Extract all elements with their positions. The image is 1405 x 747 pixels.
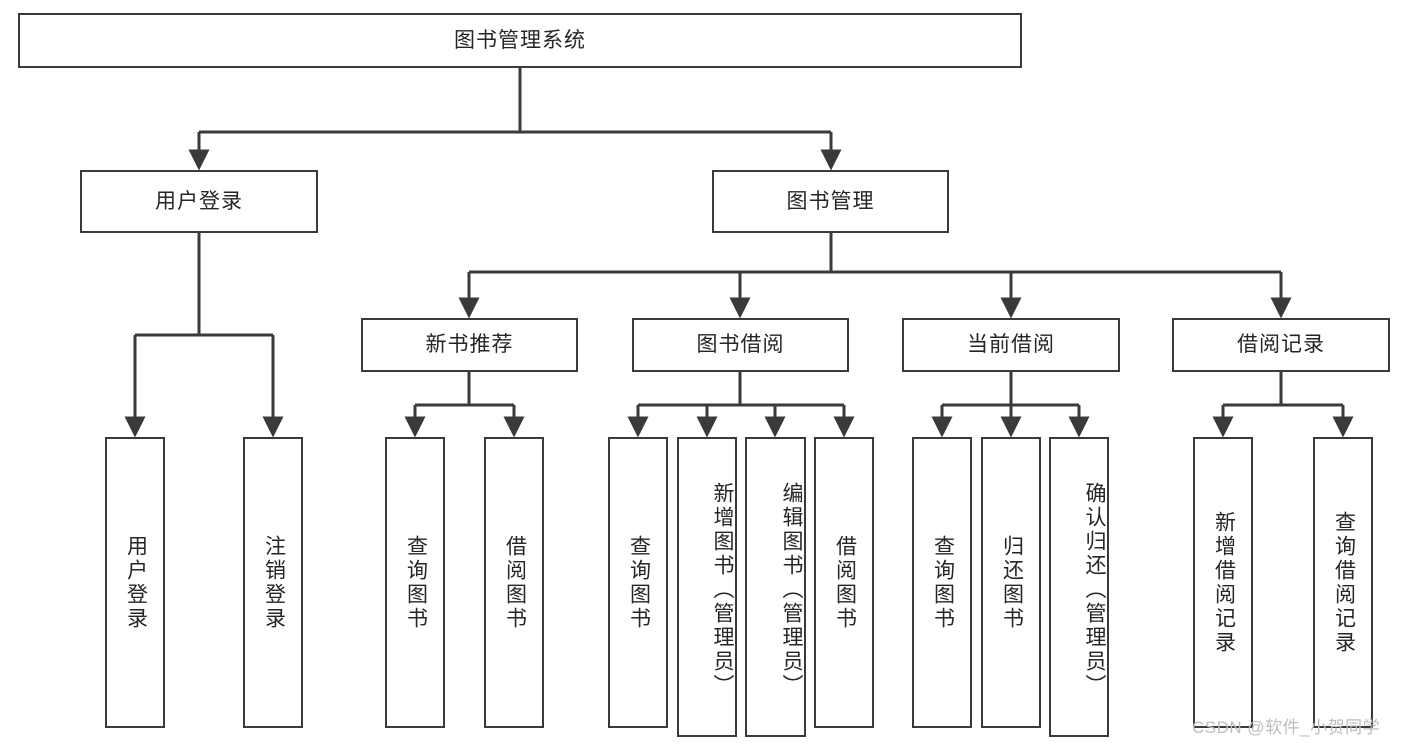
leaf-borrow-record-0[interactable]: 新增借阅记录 — [1193, 437, 1253, 728]
leaf-borrow-record-1[interactable]: 查询借阅记录 — [1313, 437, 1373, 728]
node-book-manage[interactable]: 图书管理 — [712, 170, 949, 233]
leaf-book-borrow-3[interactable]: 借阅图书 — [814, 437, 874, 728]
node-book-borrow[interactable]: 图书借阅 — [632, 318, 849, 372]
node-user-login[interactable]: 用户登录 — [80, 170, 318, 233]
leaf-user-login-0[interactable]: 用户登录 — [105, 437, 165, 728]
leaf-new-book-rec-0[interactable]: 查询图书 — [385, 437, 445, 728]
leaf-book-borrow-2[interactable]: 编辑图书（管理员） — [745, 437, 806, 737]
node-root[interactable]: 图书管理系统 — [18, 13, 1022, 68]
leaf-current-borrow-2[interactable]: 确认归还（管理员） — [1049, 437, 1109, 737]
leaf-current-borrow-0[interactable]: 查询图书 — [912, 437, 972, 728]
leaf-book-borrow-1[interactable]: 新增图书（管理员） — [677, 437, 737, 737]
leaf-user-login-1[interactable]: 注销登录 — [243, 437, 303, 728]
leaf-current-borrow-1[interactable]: 归还图书 — [981, 437, 1041, 728]
csdn-watermark: CSDN @软件_小贺同学 — [1192, 718, 1381, 737]
node-new-book-rec[interactable]: 新书推荐 — [361, 318, 578, 372]
node-borrow-record[interactable]: 借阅记录 — [1172, 318, 1390, 372]
leaf-book-borrow-0[interactable]: 查询图书 — [608, 437, 668, 728]
node-current-borrow[interactable]: 当前借阅 — [902, 318, 1120, 372]
leaf-new-book-rec-1[interactable]: 借阅图书 — [484, 437, 544, 728]
